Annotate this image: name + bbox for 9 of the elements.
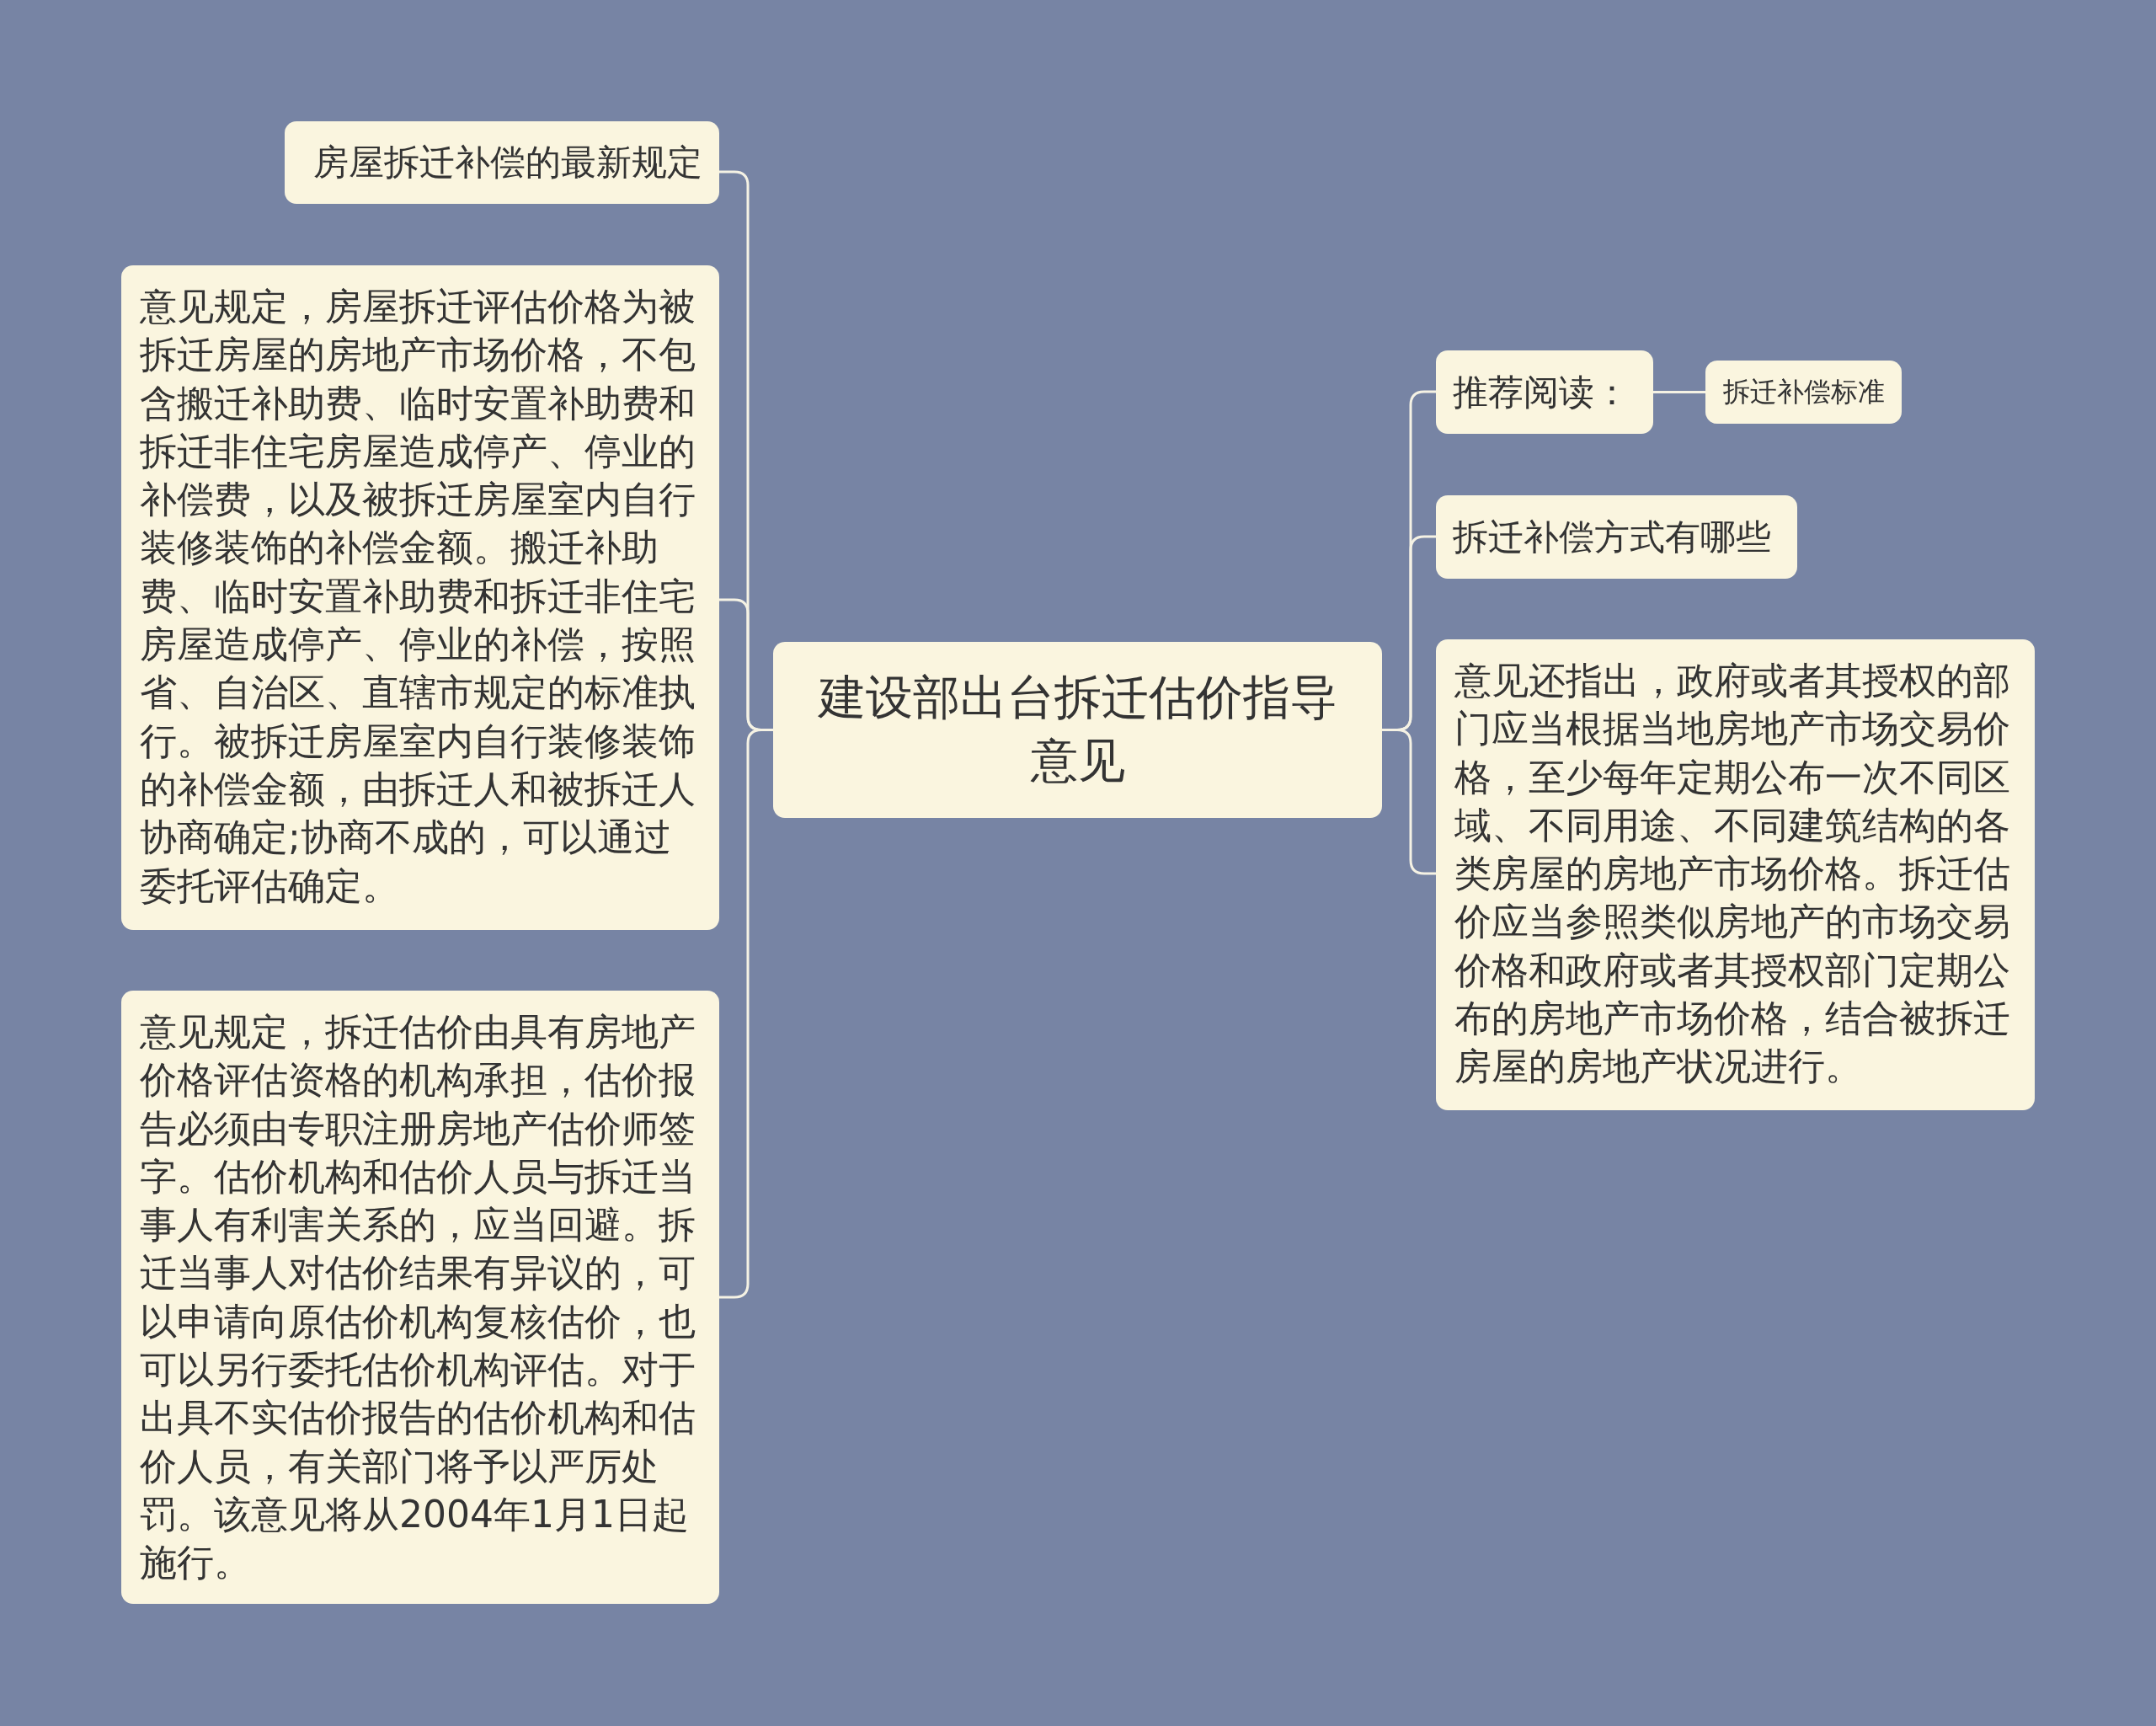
- topic-box: 拆迁补偿方式有哪些: [1436, 495, 1797, 579]
- text-box: 意见还指出，政府或者其授权的部门应当根据当地房地产市场交易价格，至少每年定期公布一次不同区域、不同用途、不同建筑结构的各类房屋的房地产市场价格。拆迁估价应当参照类似房地产的市场交易价格和政府或者其授权部门定期公布的房地产市场价格，结合被拆迁房屋的房地产状况进行。: [1436, 639, 2035, 1110]
- connector-line: [1653, 391, 1705, 393]
- link-box: 拆迁补偿标准: [1705, 361, 1902, 424]
- topic-box: 房屋拆迁补偿的最新规定: [285, 121, 719, 204]
- topic-box: 推荐阅读：: [1436, 350, 1653, 434]
- text-box: 意见规定，拆迁估价由具有房地产价格评估资格的机构承担，估价报告必须由专职注册房地产估价师签字。估价机构和估价人员与拆迁当事人有利害关系的，应当回避。拆迁当事人对估价结果有异议的，可以申请向原估价机构复核估价，也可以另行委托估价机构评估。对于出具不实估价报告的估价机构和估价人员，有关部门将予以严厉处罚。该意见将从2004年1月1日起施行。: [121, 991, 719, 1604]
- text-box: 意见规定，房屋拆迁评估价格为被拆迁房屋的房地产市场价格，不包含搬迁补助费、临时安置补助费和拆迁非住宅房屋造成停产、停业的补偿费，以及被拆迁房屋室内自行装修装饰的补偿金额。搬迁补助费、临时安置补助费和拆迁非住宅房屋造成停产、停业的补偿，按照省、自治区、直辖市规定的标准执行。被拆迁房屋室内自行装修装饰的补偿金额，由拆迁人和被拆迁人协商确定;协商不成的，可以通过委托评估确定。: [121, 265, 719, 930]
- central-topic-box: 建设部出台拆迁估价指导意见: [773, 642, 1382, 818]
